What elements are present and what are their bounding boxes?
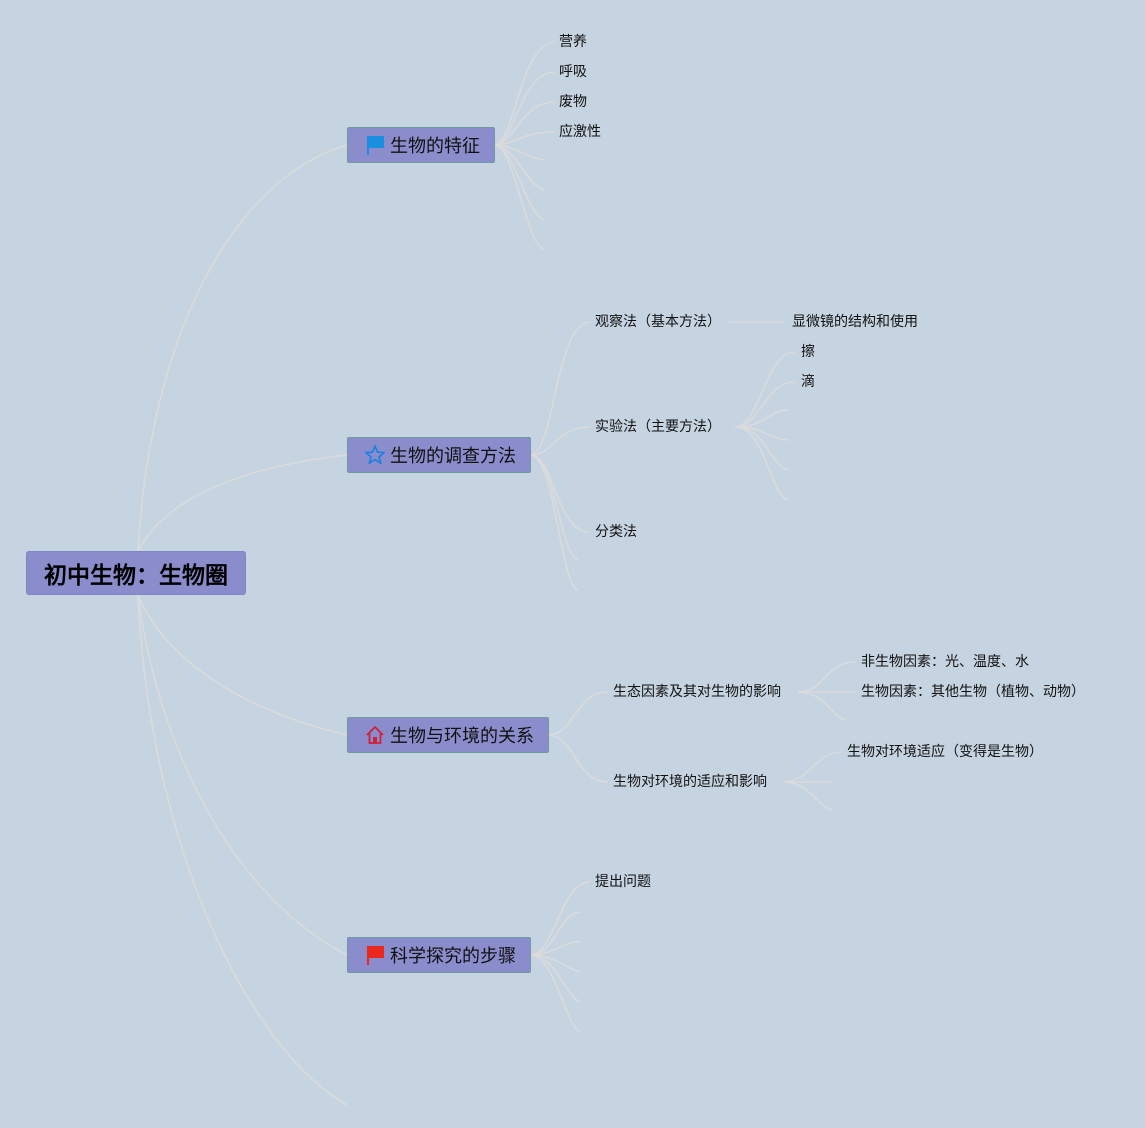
leaf-observation-method[interactable]: 观察法（基本方法）	[595, 314, 721, 330]
star-outline-icon	[364, 444, 386, 466]
leaf-stimulus-response[interactable]: 应激性	[559, 124, 601, 140]
leaf-ask-question[interactable]: 提出问题	[595, 874, 651, 890]
branch-label: 生物与环境的关系	[390, 726, 534, 747]
connector-root-methods	[137, 454, 348, 552]
leaf-experiment-method[interactable]: 实验法（主要方法）	[595, 419, 721, 435]
leaf-nutrition[interactable]: 营养	[559, 34, 587, 50]
leaf-abiotic-factors[interactable]: 非生物因素：光、温度、水	[861, 654, 1029, 670]
branch-label: 生物的调查方法	[390, 446, 516, 467]
leaf-experiment-step-wipe[interactable]: 擦	[801, 344, 815, 360]
connector-root-extra	[137, 594, 348, 1106]
root-topic[interactable]: 初中生物：生物圈	[26, 551, 246, 595]
connector-root-environment	[137, 594, 348, 736]
branch-label: 科学探究的步骤	[390, 946, 516, 967]
connector-root-characteristics	[137, 144, 348, 552]
house-icon	[364, 724, 386, 746]
leaf-respiration[interactable]: 呼吸	[559, 64, 587, 80]
leaf-experiment-step-drip[interactable]: 滴	[801, 374, 815, 390]
red-flag-icon	[364, 944, 386, 966]
branch-characteristics[interactable]: 生物的特征	[347, 127, 495, 163]
leaf-waste[interactable]: 废物	[559, 94, 587, 110]
branch-label: 生物的特征	[390, 136, 480, 157]
leaf-adaptation-detail[interactable]: 生物对环境适应（变得是生物）	[847, 744, 1043, 760]
blue-flag-icon	[364, 134, 386, 156]
connector-root-inquiry	[137, 594, 348, 956]
leaf-adaptation-influence[interactable]: 生物对环境的适应和影响	[613, 774, 767, 790]
branch-inquiry[interactable]: 科学探究的步骤	[347, 937, 531, 973]
leaf-classification-method[interactable]: 分类法	[595, 524, 637, 540]
branch-environment[interactable]: 生物与环境的关系	[347, 717, 549, 753]
branch-methods[interactable]: 生物的调查方法	[347, 437, 531, 473]
leaf-biotic-factors[interactable]: 生物因素：其他生物（植物、动物）	[861, 684, 1085, 700]
leaf-microscope[interactable]: 显微镜的结构和使用	[792, 314, 918, 330]
leaf-ecological-factors[interactable]: 生态因素及其对生物的影响	[613, 684, 781, 700]
